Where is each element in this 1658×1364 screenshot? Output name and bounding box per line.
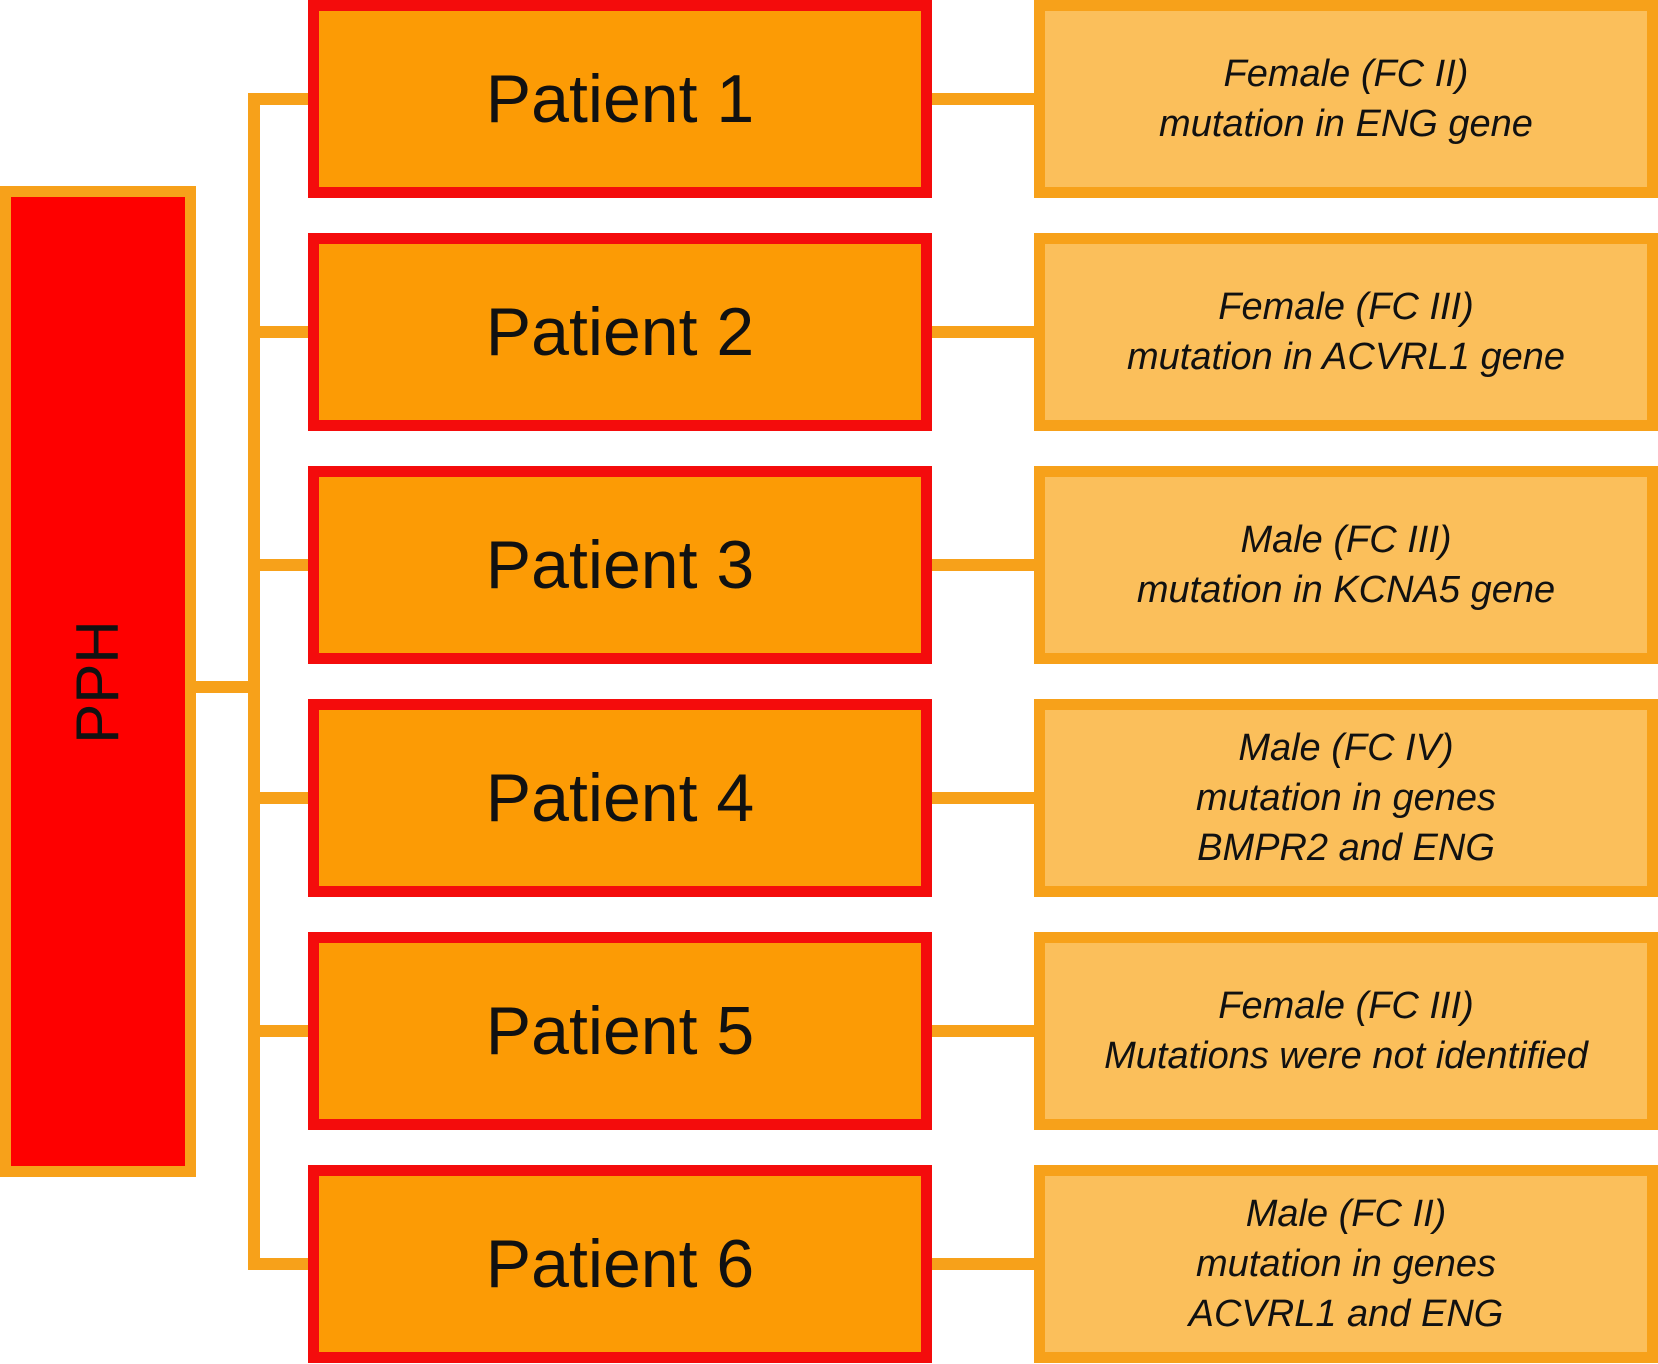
pph-root-box: PPH <box>0 186 196 1177</box>
info-connector <box>932 326 1036 338</box>
patient-info-box: Female (FC III) Mutations were not identi… <box>1034 932 1658 1130</box>
patient-box: Patient 1 <box>308 0 932 198</box>
patient-info-line: Female (FC III) <box>1218 286 1474 328</box>
patient-label: Patient 6 <box>485 1226 755 1302</box>
info-connector <box>932 1258 1036 1270</box>
patient-info-box: Female (FC II) mutation in ENG gene <box>1034 0 1658 198</box>
branch-connector <box>248 326 310 338</box>
patient-info-line: mutation in KCNA5 gene <box>1136 569 1556 611</box>
info-connector <box>932 559 1036 571</box>
patient-info-line: Male (FC II) <box>1245 1193 1447 1235</box>
patient-label: Patient 3 <box>485 527 755 603</box>
patient-info-line: Female (FC II) <box>1223 53 1469 95</box>
root-connector <box>196 681 254 693</box>
patient-info-line: mutation in ACVRL1 gene <box>1127 336 1565 378</box>
patient-info-line: Male (FC IV) <box>1238 727 1454 769</box>
patient-label: Patient 5 <box>485 993 755 1069</box>
patient-info-line: Female (FC III) <box>1218 985 1474 1027</box>
patient-info-line: BMPR2 and ENG <box>1197 827 1495 869</box>
info-connector <box>932 1025 1036 1037</box>
branch-connector <box>248 792 310 804</box>
pph-root-label: PPH <box>64 619 131 744</box>
info-connector <box>932 93 1036 105</box>
patient-info-line: mutation in genes <box>1196 1243 1496 1285</box>
patient-box: Patient 5 <box>308 932 932 1130</box>
patient-box: Patient 2 <box>308 233 932 431</box>
branch-connector <box>248 1025 310 1037</box>
patient-label: Patient 1 <box>485 61 755 137</box>
info-connector <box>932 792 1036 804</box>
patient-info-line: mutation in ENG gene <box>1159 103 1533 145</box>
branch-connector <box>248 93 310 105</box>
patient-box: Patient 4 <box>308 699 932 897</box>
patient-box: Patient 3 <box>308 466 932 664</box>
patient-label: Patient 2 <box>485 294 755 370</box>
patient-label: Patient 4 <box>485 760 755 836</box>
patient-box: Patient 6 <box>308 1165 932 1363</box>
branch-connector <box>248 1258 310 1270</box>
patient-info-line: ACVRL1 and ENG <box>1188 1293 1504 1335</box>
patient-info-box: Female (FC III) mutation in ACVRL1 gene <box>1034 233 1658 431</box>
trunk-connector <box>248 93 260 1269</box>
patient-info-box: Male (FC III) mutation in KCNA5 gene <box>1034 466 1658 664</box>
patient-info-line: Male (FC III) <box>1240 519 1452 561</box>
patient-info-line: Mutations were not identified <box>1104 1035 1588 1077</box>
patient-info-line: mutation in genes <box>1196 777 1496 819</box>
branch-connector <box>248 559 310 571</box>
